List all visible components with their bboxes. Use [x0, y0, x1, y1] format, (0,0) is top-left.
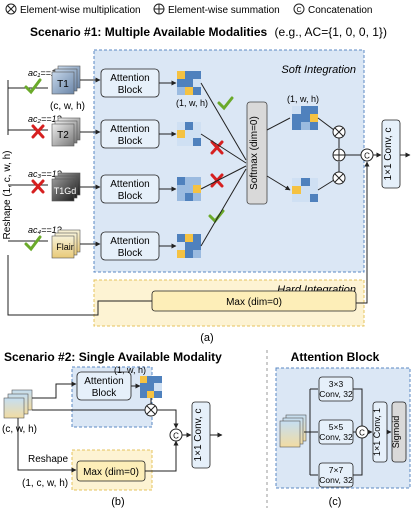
attention-block-title: Attention Block [291, 350, 380, 364]
conv-label: 1×1 Conv, c [383, 128, 394, 181]
svg-text:7×7: 7×7 [329, 465, 344, 475]
cross-icon [31, 124, 45, 139]
scenario2-input-volume [3, 397, 25, 419]
scenario2-max-label: Max (dim=0) [83, 467, 139, 478]
multiplication-legend-label: Element-wise multiplication [20, 5, 141, 16]
scenario2-concatenation-node: C [169, 428, 183, 442]
svg-text:Block: Block [118, 85, 143, 96]
scenario2-reshape-shape: (1, c, w, h) [22, 478, 68, 489]
svg-text:Block: Block [118, 248, 143, 259]
svg-text:C: C [173, 432, 179, 441]
scenario2-attention-shape: (1, w, h) [114, 365, 146, 375]
svg-text:Block: Block [118, 136, 143, 147]
svg-text:Block: Block [118, 191, 143, 202]
check-icon [24, 235, 42, 252]
svg-text:Attention: Attention [110, 124, 149, 135]
attention-block-input-volume [279, 420, 301, 448]
modality-volume [51, 123, 75, 147]
modality-volume [51, 235, 75, 259]
svg-text:C: C [359, 429, 365, 438]
svg-text:Conv, 32: Conv, 32 [319, 432, 353, 442]
weight-shape-label: (1, w, h) [287, 94, 319, 104]
sigmoid-label: Sigmoid [391, 416, 401, 449]
scenario1-example: (e.g., AC={1, 0, 0, 1}) [275, 25, 387, 39]
svg-text:Block: Block [92, 388, 117, 399]
check-icon [217, 96, 234, 111]
softmax-block [246, 101, 268, 205]
attention-shape-label: (1, w, h) [176, 98, 208, 108]
softmax-label: Softmax (dim=0) [249, 116, 260, 190]
sigmoid-block [391, 401, 407, 463]
svg-text:5×5: 5×5 [329, 422, 344, 432]
multiplication-node [332, 171, 346, 185]
svg-text:Attention: Attention [110, 73, 149, 84]
soft-integration-label: Soft Integration [281, 64, 356, 76]
caption-a: (a) [200, 332, 213, 344]
max-block [151, 290, 357, 312]
check-icon [208, 209, 225, 224]
caption-b: (b) [111, 496, 124, 508]
summation-legend-label: Element-wise summation [168, 5, 280, 16]
attention-conv-label: 1×1 Conv, 1 [372, 408, 382, 456]
svg-text:C: C [364, 152, 370, 161]
concatenation-node: C [360, 148, 374, 162]
modality-name: Flair [56, 242, 74, 252]
modality-row-t1gd: ac₃==1? T1Gd Attention Block [28, 169, 224, 204]
modality-name: T2 [57, 130, 69, 141]
check-icon [24, 78, 42, 95]
svg-text:Attention: Attention [110, 179, 149, 190]
reshape-label: Reshape (1, c, w, h) [2, 151, 13, 240]
input-branch-lines [8, 87, 48, 242]
modality-name: T1 [57, 79, 69, 90]
cross-icon [31, 179, 45, 194]
modality-query: ac₂==1? [28, 114, 61, 124]
concatenation-legend-icon: C [293, 3, 305, 15]
svg-text:Conv, 32: Conv, 32 [319, 475, 353, 485]
cross-icon [210, 140, 224, 155]
modality-row-flair: ac₄==1? Flair Attention Block [24, 209, 225, 261]
caption-c: (c) [329, 496, 342, 508]
legend: Element-wise multiplication Element-wise… [5, 3, 373, 16]
multiplication-legend-icon [5, 3, 17, 15]
multiplication-node [332, 125, 346, 139]
scenario2-multiplication-node [144, 403, 158, 417]
modality-query: ac₃==1? [28, 169, 62, 179]
svg-text:Attention: Attention [84, 376, 123, 387]
summation-legend-icon [153, 3, 165, 15]
scenario1-title: Scenario #1: Multiple Available Modaliti… [30, 25, 268, 39]
softmax-input-arrows [200, 82, 247, 247]
conv-block [381, 119, 401, 189]
svg-text:Attention: Attention [110, 236, 149, 247]
modality-name: T1Gd [54, 186, 77, 196]
scenario2-input-shape: (c, w, h) [2, 424, 37, 435]
max-label: Max (dim=0) [226, 297, 282, 308]
concatenation-legend-label: Concatenation [308, 5, 373, 16]
summation-node [332, 148, 346, 162]
scenario2-reshape-label: Reshape [28, 454, 68, 465]
scenario1-title-line: Scenario #1: Multiple Available Modaliti… [30, 25, 387, 39]
svg-text:3×3: 3×3 [329, 379, 344, 389]
branch-split-lines [304, 388, 318, 476]
modality-row-t1: ac₁==1? T1 (c, w, h) Attention Block (1,… [24, 65, 234, 112]
scenario2-conv-label: 1×1 Conv, c [193, 409, 204, 462]
attention-concatenation-node: C [355, 425, 369, 439]
svg-text:Conv, 32: Conv, 32 [319, 389, 353, 399]
input-shape-label: (c, w, h) [50, 101, 85, 112]
scenario2-title: Scenario #2: Single Available Modality [4, 350, 222, 364]
modality-query: ac₄==1? [28, 225, 62, 235]
svg-text:C: C [296, 7, 301, 14]
modality-volume [51, 178, 75, 202]
modality-row-t2: ac₂==1? T2 Attention Block [28, 114, 224, 155]
input-bus-line [7, 80, 152, 316]
modality-volume [51, 71, 75, 95]
modality-query: ac₁==1? [28, 68, 61, 78]
